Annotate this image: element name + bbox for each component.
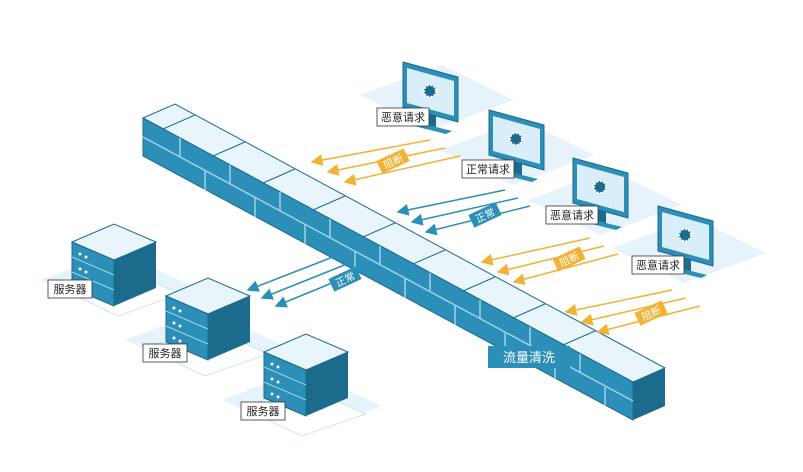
client-label: 正常请求 [466, 163, 510, 176]
monitor-icon [402, 61, 459, 134]
blocked-badge: 阻断 [376, 148, 410, 174]
malicious-arrows-c3 [480, 237, 619, 286]
traffic-cleaning-label: 流量清洗 [488, 346, 570, 368]
brick-joints-upper [179, 138, 581, 373]
client-node: 正常请求 [461, 109, 545, 182]
client-label: 恶意请求 [550, 208, 594, 222]
server-label: 服务器 [247, 405, 280, 418]
server-label: 服务器 [149, 347, 182, 360]
blocked-badge: 阻断 [634, 300, 668, 326]
monitor-icon [488, 109, 545, 182]
firewall-wall [141, 103, 667, 421]
monitor-icon [572, 157, 629, 230]
client-node: 恶意请求 [545, 157, 629, 230]
gear-icon [678, 228, 692, 242]
server-node: 服务器 [240, 333, 350, 421]
gear-icon [593, 180, 607, 194]
client-node: 恶意请求 [376, 61, 459, 134]
traffic-cleaning-text: 流量清洗 [503, 351, 555, 366]
gear-icon [423, 84, 437, 98]
brick-joints-top [162, 114, 596, 346]
server-node: 服务器 [142, 277, 252, 363]
client-label: 恶意请求 [636, 258, 680, 272]
server-rack-icon [262, 333, 350, 417]
server-label: 服务器 [54, 283, 87, 296]
client-node: 恶意请求 [631, 205, 714, 278]
server-node: 服务器 [47, 223, 158, 307]
client-label: 恶意请求 [381, 110, 425, 124]
gear-icon [509, 132, 523, 146]
wall-end [633, 368, 665, 420]
server-rack-icon [70, 223, 158, 307]
